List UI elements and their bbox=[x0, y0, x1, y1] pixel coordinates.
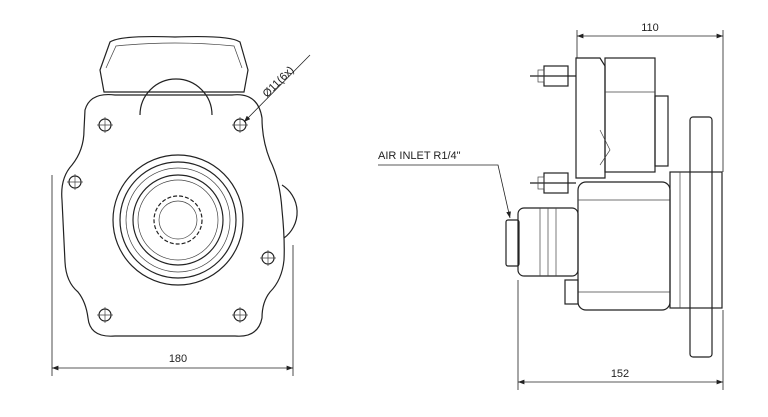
dome-cover bbox=[139, 78, 213, 116]
air-inlet-leader bbox=[378, 164, 511, 219]
stud-nut-upper bbox=[530, 65, 576, 87]
front-view: Ø11(6x) 180 bbox=[51, 35, 311, 376]
svg-text:110: 110 bbox=[641, 22, 659, 34]
side-view: AIR INLET R1/4" 110 152 bbox=[378, 22, 724, 390]
main-body bbox=[577, 181, 671, 311]
housing-outline bbox=[61, 93, 285, 337]
output-flange bbox=[689, 116, 713, 358]
side-lump bbox=[281, 184, 298, 239]
svg-text:180: 180 bbox=[169, 353, 187, 365]
svg-text:152: 152 bbox=[611, 368, 629, 380]
air-inlet-label: AIR INLET R1/4" bbox=[378, 150, 461, 162]
mounting-bracket bbox=[99, 35, 249, 93]
hole-callout-leader bbox=[243, 54, 311, 123]
hole-callout-label: Ø11(6x) bbox=[261, 64, 297, 100]
length-dimension: 152 bbox=[517, 280, 724, 390]
bolt-holes bbox=[67, 117, 276, 323]
upper-body bbox=[604, 57, 656, 173]
width-dimension: 180 bbox=[51, 175, 294, 376]
mounting-plate bbox=[575, 57, 606, 179]
stud-nut-lower bbox=[530, 172, 576, 194]
hub bbox=[669, 171, 723, 309]
depth-dimension: 110 bbox=[576, 22, 724, 172]
piston-cylinder bbox=[505, 207, 579, 305]
spline-hub bbox=[112, 154, 244, 286]
